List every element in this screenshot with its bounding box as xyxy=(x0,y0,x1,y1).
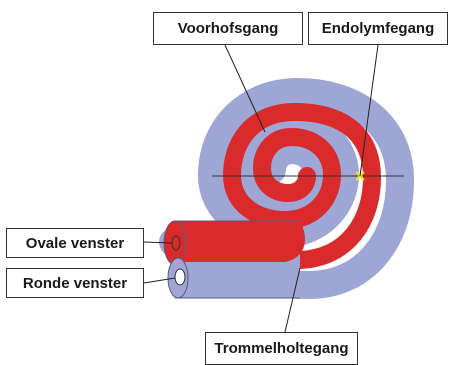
label-endolymfegang: Endolymfegang xyxy=(308,12,448,45)
scala-vestibuli-tube xyxy=(175,221,305,262)
round-window xyxy=(175,269,185,285)
label-trommelholtegang: Trommelholtegang xyxy=(205,332,358,365)
oval-window xyxy=(172,236,180,250)
label-ronde-venster: Ronde venster xyxy=(6,268,144,298)
label-ovale-venster: Ovale venster xyxy=(6,228,144,258)
label-voorhofsgang: Voorhofsgang xyxy=(153,12,303,45)
